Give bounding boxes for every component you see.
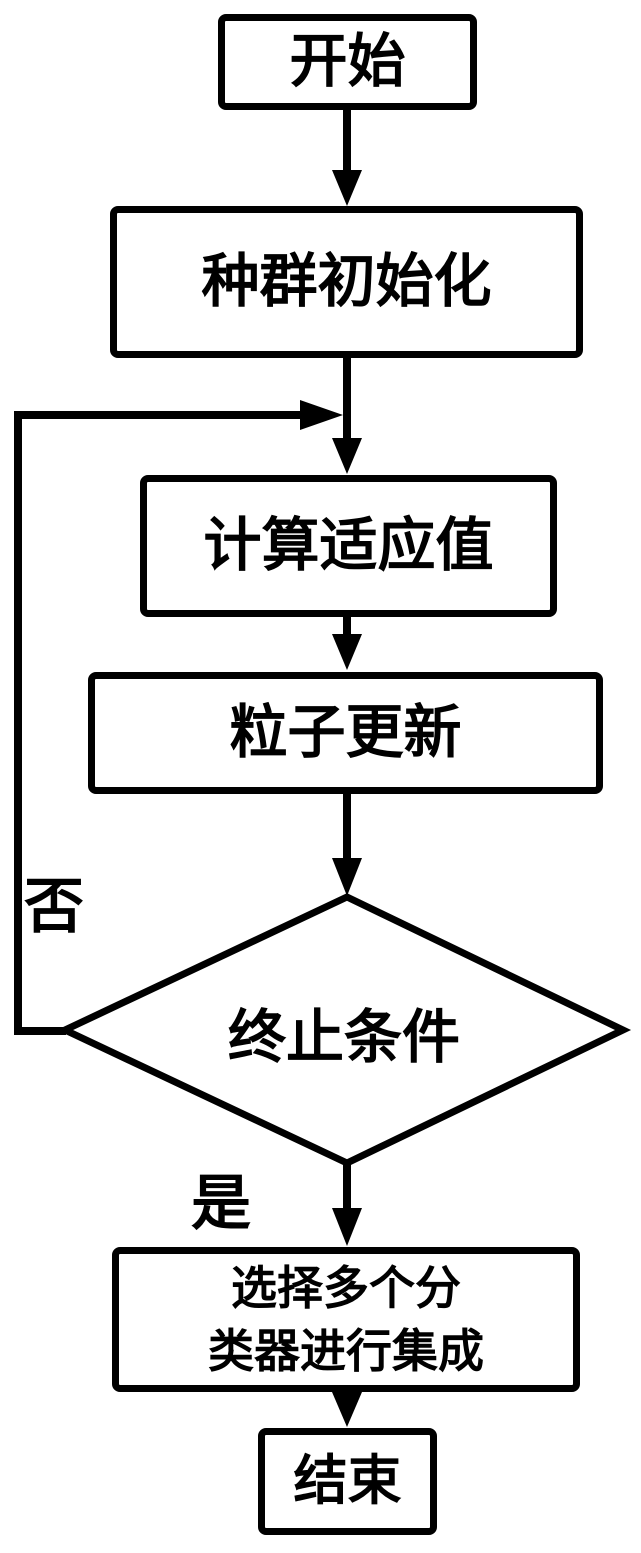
node-particle-update: 粒子更新 [88,672,603,794]
loop-no-connector [14,400,343,1035]
node-end: 结束 [258,1428,437,1535]
node-termination-condition: 终止条件 [144,998,544,1070]
node-population-init-label: 种群初始化 [201,248,492,314]
arrow-decision-to-ensemble [332,1160,362,1246]
branch-label-no: 否 [24,873,84,940]
node-compute-fitness-label: 计算适应值 [203,512,494,578]
node-end-label: 结束 [293,1451,402,1512]
arrow-start-to-init [332,106,362,206]
node-termination-condition-label: 终止条件 [227,1005,460,1070]
node-classifier-ensemble-line2: 类器进行集成 [208,1324,484,1377]
node-classifier-ensemble: 选择多个分 类器进行集成 [112,1247,580,1392]
node-start-label: 开始 [289,28,406,94]
node-classifier-ensemble-line1: 选择多个分 [231,1262,461,1315]
node-particle-update-label: 粒子更新 [229,699,462,765]
node-population-init: 种群初始化 [110,206,583,358]
arrow-update-to-decision [332,790,362,896]
arrow-ensemble-to-end [332,1390,362,1427]
node-start: 开始 [218,14,477,110]
arrow-fitness-to-update [332,613,362,670]
arrow-init-to-fitness [332,354,362,474]
node-compute-fitness: 计算适应值 [140,475,557,617]
branch-label-yes: 是 [191,1170,251,1237]
